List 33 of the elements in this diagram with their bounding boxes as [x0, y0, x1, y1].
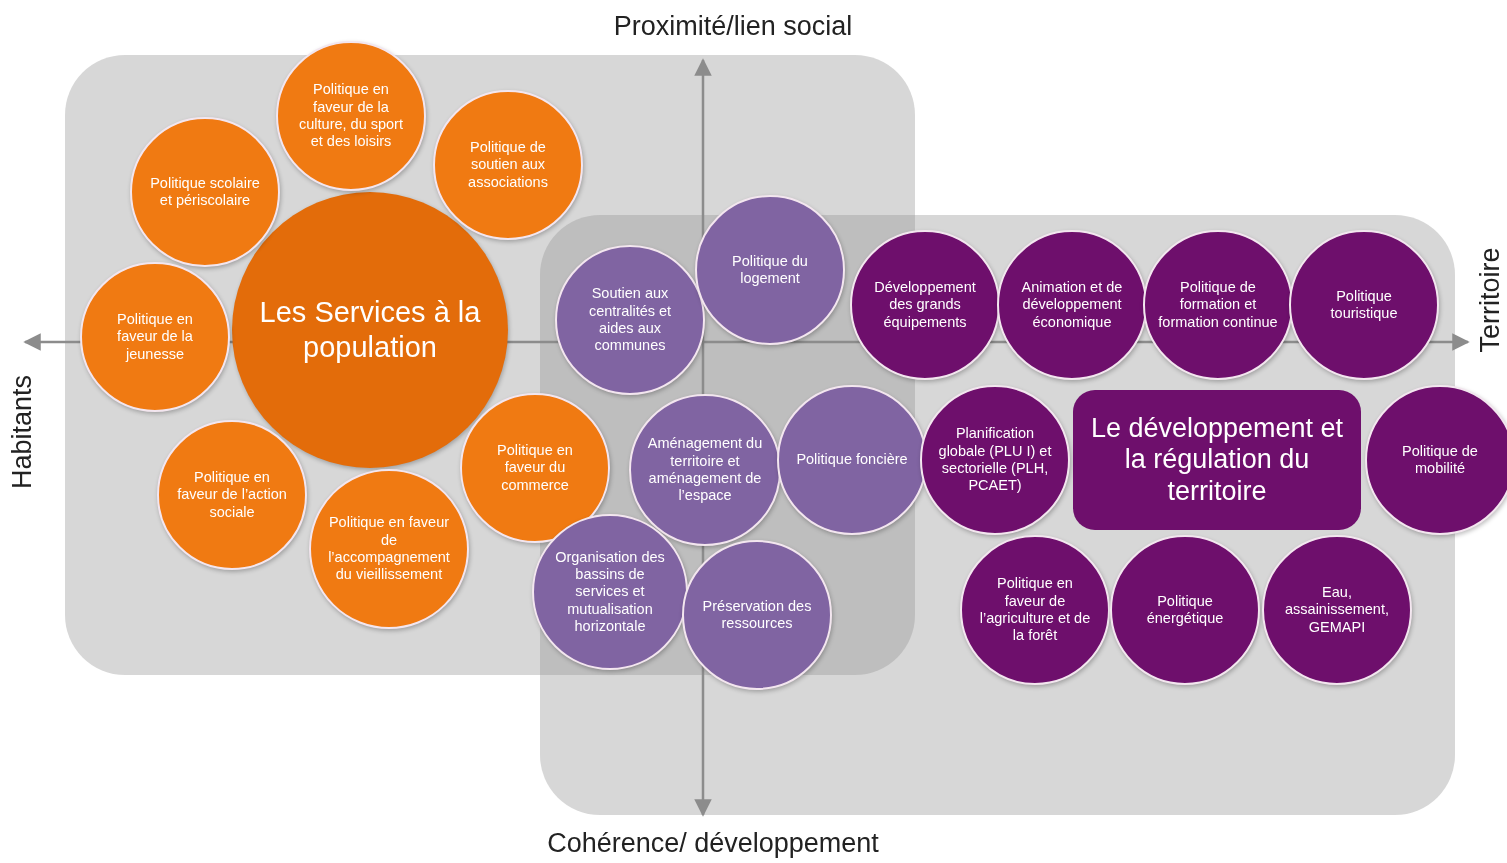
policy-label: Développement des grands équipements — [873, 278, 977, 332]
policy-circle — [629, 394, 781, 546]
policy-label: Aménagement du territoire et aménagement de l’espace — [646, 435, 764, 505]
topic-banner — [1073, 390, 1361, 530]
policy-label: Politique foncière — [795, 451, 909, 469]
policy-label: Organisation des bassins de services et mutualisation horizontale — [554, 548, 666, 636]
axis-label: Territoire — [1474, 247, 1506, 353]
policy-label: Politique énergétique — [1145, 592, 1225, 628]
policy-circle — [1365, 385, 1507, 535]
policy-label: Politique touristique — [1329, 287, 1399, 323]
policy-label: Politique en faveur de la jeunesse — [116, 310, 194, 364]
policy-label: Politique du logement — [731, 252, 809, 288]
policy-label: Eau, assainissement, GEMAPI — [1284, 583, 1390, 637]
policy-label: Préservation des ressources — [701, 597, 813, 633]
axis-label: Cohérence/ développement — [547, 827, 879, 859]
policy-label: Politique scolaire et périscolaire — [149, 174, 261, 210]
policy-label: Politique de mobilité — [1401, 442, 1479, 478]
policy-label: Soutien aux centralités et aides aux communes — [587, 285, 673, 355]
topic-title: Le développement et la régulation du territoire — [1089, 413, 1345, 507]
policy-circle — [309, 469, 469, 629]
policy-circle — [920, 385, 1070, 535]
topic-title: Les Services à la population — [258, 295, 482, 365]
axis-label: Habitants — [6, 374, 38, 490]
policy-label: Politique en faveur du commerce — [496, 441, 574, 495]
policy-label: Politique en faveur de l’action sociale — [176, 468, 288, 522]
policy-label: Politique en faveur de la culture, du sport et des loisirs — [298, 81, 404, 151]
axis-label: Proximité/lien social — [613, 10, 853, 42]
policy-label: Animation et de développement économique — [1020, 278, 1124, 332]
policy-label: Politique de soutien aux associations — [467, 138, 549, 192]
policy-label: Politique de formation et formation continue — [1158, 278, 1278, 332]
policy-label: Planification globale (PLU I) et sectorielle (PLH, PCAET) — [937, 425, 1053, 495]
policy-label: Politique en faveur de l’agriculture et de la forêt — [978, 575, 1092, 645]
policy-label: Politique en faveur de l’accompagnement du vieillissement — [327, 514, 451, 584]
